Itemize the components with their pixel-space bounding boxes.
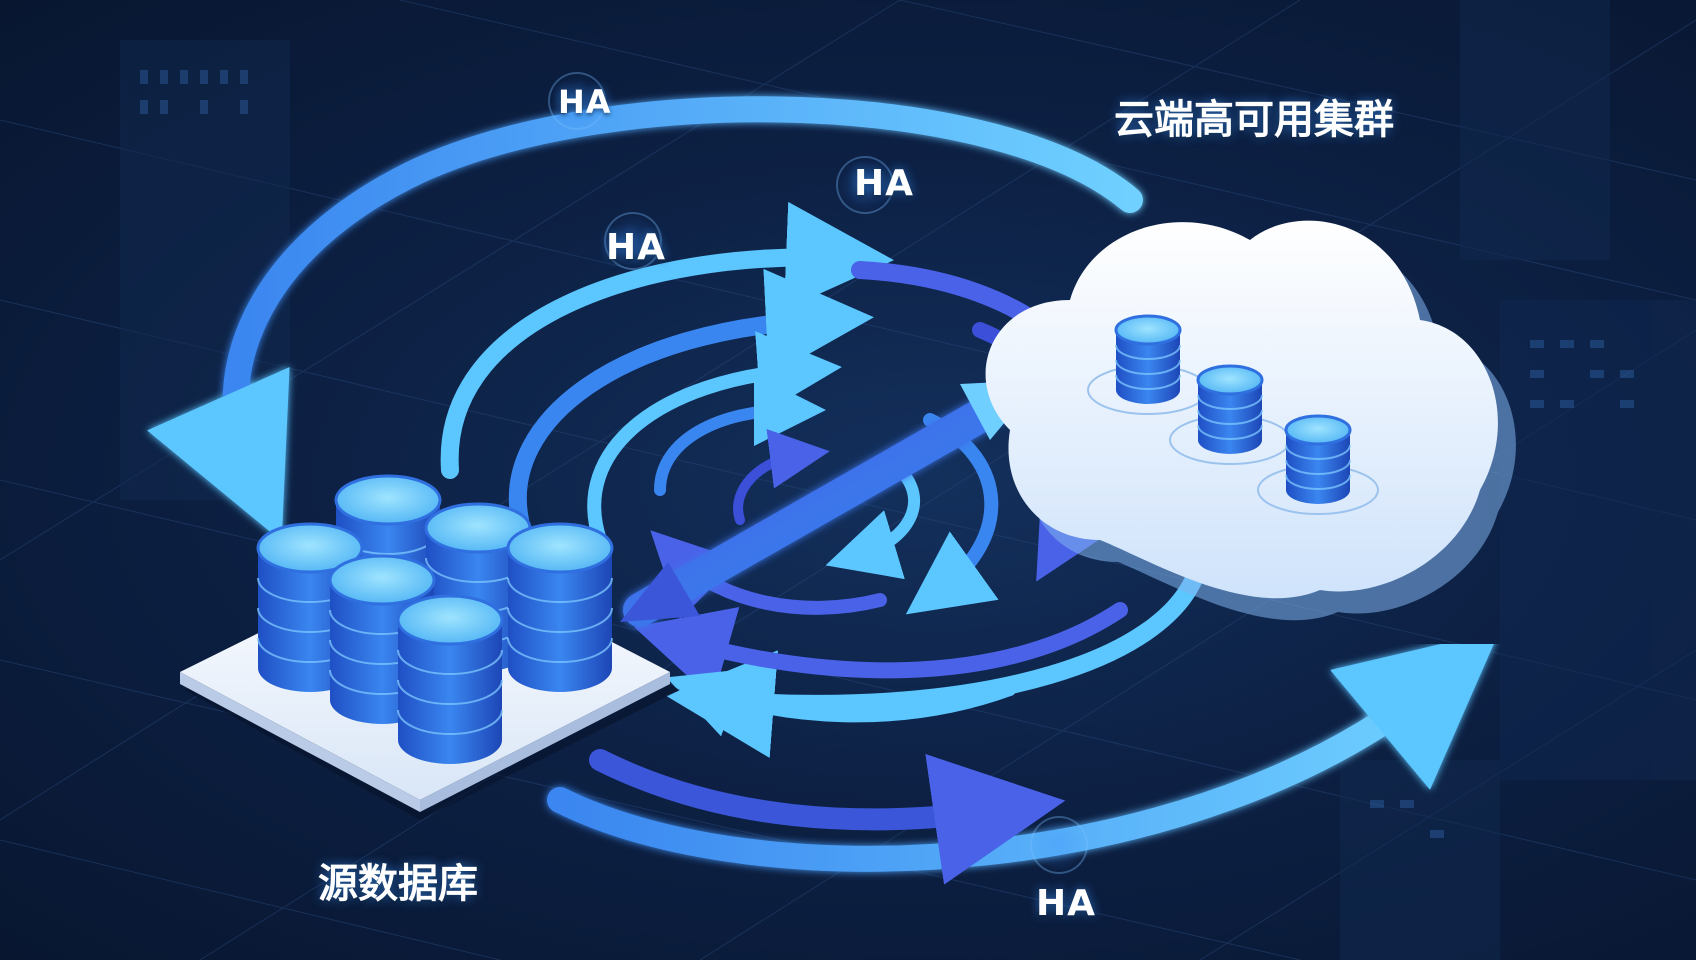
ha-badge-ring <box>548 72 606 130</box>
outer-arc-top-arrow <box>147 96 1143 542</box>
ring-4-arrow <box>587 331 842 547</box>
source-cylinders <box>256 474 614 764</box>
cloud-database-cylinder-icon <box>1196 364 1264 454</box>
source-database-cylinder-icon <box>396 594 504 764</box>
ring-6-arrow <box>825 464 921 580</box>
outer-arc-bottom-arrow <box>547 630 1500 872</box>
ring-3b-arrow <box>633 602 1128 700</box>
cloud-database-cylinder-icon <box>1284 414 1352 504</box>
ring-1-arrow <box>440 201 894 479</box>
cloud-cluster-title: 云端高可用集群 <box>1114 97 1394 143</box>
ha-label-mid: HA <box>854 163 914 204</box>
bottom-inner-arrow <box>589 749 1066 885</box>
cloud-database-cylinder-icon <box>1114 314 1182 404</box>
ha-label-left: HA <box>606 227 666 268</box>
ha-badge-ring <box>1030 816 1088 874</box>
ring-2-arrow <box>666 551 1209 758</box>
ring-2b-arrow <box>508 268 874 529</box>
central-sync-arrow <box>620 380 1040 627</box>
outer-ha-loop <box>147 96 1500 885</box>
ring-7-arrow <box>666 668 1016 737</box>
ring-5b-arrow <box>654 374 826 496</box>
ha-label-top: HA <box>558 83 612 121</box>
ha-badge-ring <box>836 156 894 214</box>
ha-label-bottom: HA <box>1036 883 1096 924</box>
ring-6b-arrow <box>733 428 830 525</box>
cloud-cylinders <box>1114 314 1352 504</box>
ha-badge-ring <box>604 212 662 270</box>
source-database-title: 源数据库 <box>318 861 478 907</box>
source-database-cylinder-icon <box>506 522 614 692</box>
